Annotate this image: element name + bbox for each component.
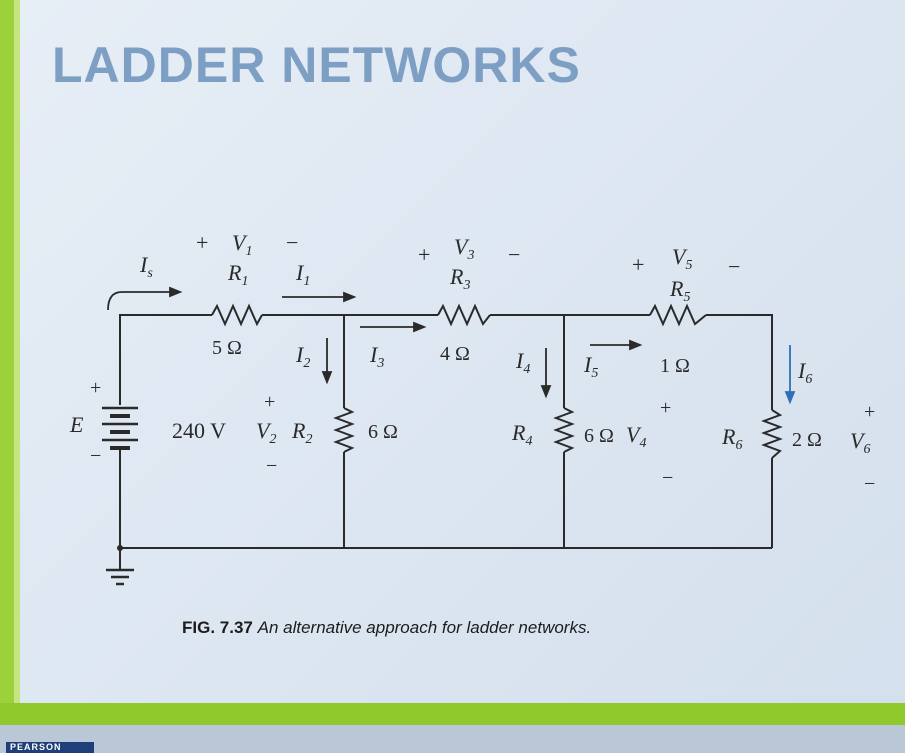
v6-plus: + [864,401,875,423]
resistor-r2-symbol [333,407,355,453]
r1-label: R1 [227,260,248,289]
is-arrowhead [169,286,183,298]
i2-arrowhead [321,371,333,385]
source-value: 240 V [172,418,226,443]
r3-label: R3 [449,264,470,293]
battery-symbol [102,406,138,450]
r3-value: 4 Ω [440,343,470,365]
v4-label: V4 [626,422,646,451]
v1-minus: − [286,230,298,255]
i5-label: I5 [583,352,598,381]
slide-accent-bar [0,0,14,753]
v3-label: V3 [454,234,474,263]
r4-label: R4 [511,420,532,449]
v5-minus: − [728,254,740,279]
v3-minus: − [508,242,520,267]
resistor-r3-symbol [437,303,491,327]
r2-value: 6 Ω [368,421,398,443]
resistor-r4-symbol [553,407,575,453]
footer-accent-band [0,703,905,725]
ground-icon [106,568,134,586]
slide-accent-bar-light [14,0,20,753]
figure-caption: FIG. 7.37 An alternative approach for la… [182,618,591,638]
v6-minus: − [864,473,875,495]
footer-logo: PEARSON [6,742,94,753]
is-arrow [107,291,170,311]
v3-plus: + [418,242,430,267]
v2-label: V2 [256,418,276,447]
i4-arrowhead [540,385,552,399]
r4-value: 6 Ω [584,425,614,447]
v1-plus: + [196,230,208,255]
i1-arrowhead [343,291,357,303]
i1-label: I1 [295,260,310,289]
i2-label: I2 [295,342,310,371]
r1-value: 5 Ω [212,337,242,359]
r2-label: R2 [291,418,312,447]
v2-plus: + [264,391,275,413]
source-minus: − [90,445,101,467]
r6-label: R6 [721,424,742,453]
ground-node [117,545,123,551]
i5-arrowhead [629,339,643,351]
v2-minus: − [266,455,277,477]
i4-label: I4 [515,348,530,377]
v4-minus: − [662,467,673,489]
source-plus: + [90,377,101,399]
is-label: Is [139,252,153,281]
resistor-r5-symbol [649,303,707,327]
i6-arrowhead [784,391,796,405]
resistor-r1-symbol [211,303,263,327]
caption-label: FIG. 7.37 [182,618,253,637]
slide-title: LADDER NETWORKS [52,37,581,93]
r5-value: 1 Ω [660,355,690,377]
i3-arrowhead [413,321,427,333]
i3-label: I3 [369,342,384,371]
v5-label: V5 [672,244,692,273]
v5-plus: + [632,252,644,277]
r6-value: 2 Ω [792,429,822,451]
source-label: E [69,412,84,437]
v4-plus: + [660,397,671,419]
i6-label: I6 [797,358,812,387]
footer-band [0,725,905,753]
v1-label: V1 [232,230,252,259]
r5-label: R5 [669,276,690,305]
v6-label: V6 [850,428,870,457]
caption-text: An alternative approach for ladder netwo… [257,618,592,637]
resistor-r6-symbol [761,409,783,459]
